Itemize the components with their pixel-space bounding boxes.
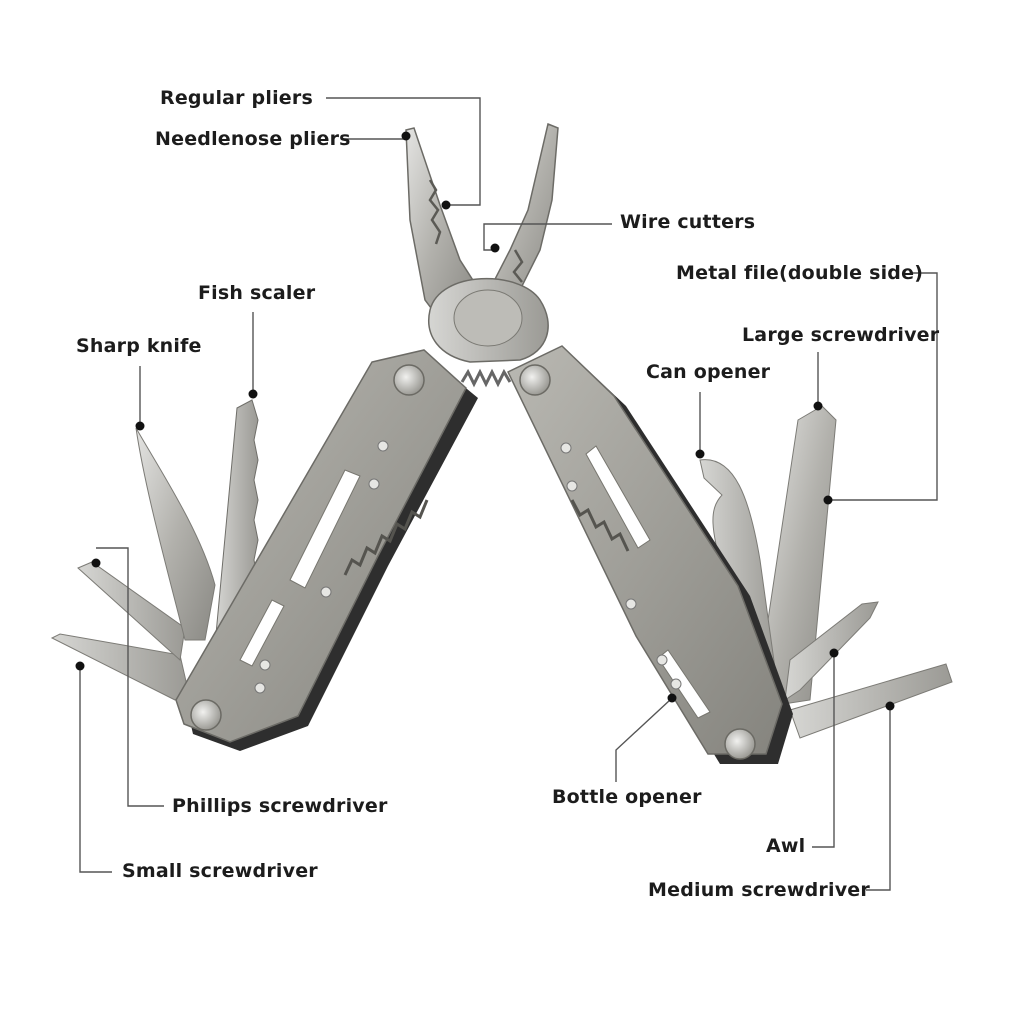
label-sharp-knife: Sharp knife: [76, 335, 202, 357]
right-handle-frame: [506, 345, 783, 755]
label-wire-cutters: Wire cutters: [620, 211, 756, 233]
label-bottle-opener: Bottle opener: [552, 786, 702, 808]
small-screwdriver-blade: [50, 633, 189, 701]
label-fish-scaler: Fish scaler: [198, 282, 316, 304]
label-can-opener: Can opener: [646, 361, 771, 383]
spring: [460, 368, 512, 388]
label-metal-file: Metal file(double side): [676, 262, 924, 284]
sharp-knife-blade: [135, 427, 216, 641]
left-tools: [50, 399, 259, 701]
left-pivot-screw: [393, 364, 425, 396]
label-phillips-screwdriver: Phillips screwdriver: [172, 795, 388, 817]
label-regular-pliers: Regular pliers: [160, 87, 313, 109]
medium-screwdriver-blade: [789, 663, 953, 739]
left-bottom-screw: [190, 699, 222, 731]
left-handle: [175, 349, 478, 751]
right-jaw: [491, 122, 559, 301]
label-needlenose-pliers: Needlenose pliers: [155, 128, 351, 150]
right-handle: [506, 345, 793, 764]
label-small-screwdriver: Small screwdriver: [122, 860, 318, 882]
right-pivot-screw: [519, 364, 551, 396]
leader-lines: [75, 97, 938, 891]
pliers-head: [405, 122, 559, 388]
label-awl: Awl: [766, 835, 806, 857]
right-bottom-screw: [724, 728, 756, 760]
label-medium-screwdriver: Medium screwdriver: [648, 879, 870, 901]
label-large-screwdriver: Large screwdriver: [742, 324, 940, 346]
